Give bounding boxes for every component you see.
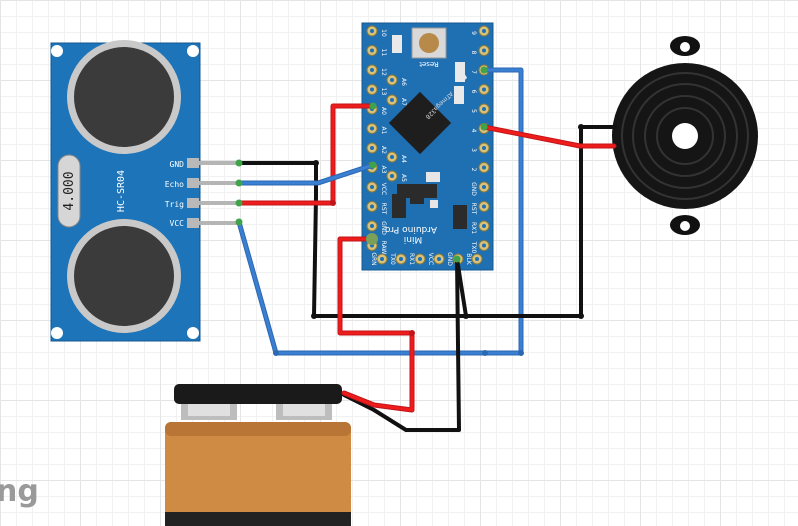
bottom-pin-vcc-hole	[437, 257, 441, 261]
bottom-pin-label: TX0	[389, 252, 396, 265]
right-pin-label: 6	[470, 90, 477, 94]
bottom-pin-blk-hole	[475, 257, 479, 261]
sensor-pin-legs	[199, 161, 239, 225]
left-pin-label: 11	[380, 49, 387, 57]
left-pin-label: RST	[380, 203, 387, 215]
sensor-pin-trig-label: Trig	[165, 200, 184, 209]
board-name-line2: Mini	[404, 234, 422, 244]
right-pin-8-hole	[482, 48, 486, 53]
right-pin-gnd-hole	[482, 185, 486, 189]
left-pin-label: 12	[380, 68, 387, 76]
piezo-buzzer[interactable]	[612, 36, 758, 235]
bottom-pin-label: RX1	[408, 253, 415, 265]
mount-hole	[51, 45, 63, 57]
bottom-pin-label: VCC	[427, 253, 434, 265]
right-pin-label: 3	[470, 148, 477, 152]
reset-label: Reset	[419, 60, 439, 68]
wire-endpoints	[235, 66, 584, 356]
mount-hole	[187, 45, 199, 57]
left-pin-label: RAW	[380, 241, 387, 255]
crystal-oscillator	[57, 154, 81, 228]
right-pin-label: RST	[470, 203, 477, 215]
left-pin-label: VCC	[380, 183, 387, 195]
left-pin-rst-hole	[370, 204, 374, 209]
right-pin-label: RX1	[470, 222, 477, 234]
battery-9v[interactable]	[165, 384, 351, 526]
leaf-logo-icon	[455, 73, 467, 81]
inner-pin-label: A5	[400, 174, 407, 182]
inner-pin-a6-hole	[390, 78, 394, 82]
left-pin-11-hole	[370, 48, 374, 53]
right-pin-label: 5	[470, 109, 477, 113]
left-pin-13-hole	[370, 87, 374, 92]
left-pin-gnd-hole	[370, 224, 374, 228]
wire-black-ground-bus	[312, 125, 617, 318]
bottom-pin-tx0-hole	[399, 257, 403, 261]
bottom-pin-label: GRN	[370, 252, 377, 265]
sensor-pin-vcc-label: VCC	[170, 219, 185, 228]
left-pin-label: GND	[380, 221, 387, 235]
right-pin-label: 4	[470, 129, 477, 133]
ultrasonic-sensor[interactable]: 4.000 HC-SR04 GND Echo Trig VCC	[50, 40, 201, 342]
right-pin-rx1-hole	[482, 224, 486, 228]
sensor-pin-gnd-label: GND	[170, 160, 185, 169]
right-pin-label: 2	[470, 168, 477, 172]
left-pin-label: A1	[380, 127, 387, 135]
arduino-pro-mini[interactable]: Reset ATmega328 Arduino Pro Mini	[361, 22, 494, 271]
buzzer-center-hole	[672, 123, 698, 149]
right-pin-9-hole	[482, 29, 486, 33]
left-pin-label: A2	[380, 146, 387, 154]
right-pin-rst-hole	[482, 204, 486, 209]
left-pin-label: 13	[380, 88, 387, 96]
mount-hole	[51, 327, 63, 339]
bottom-pin-grn-hole	[380, 257, 384, 261]
inner-pin-label: A6	[400, 78, 407, 86]
right-pin-tx0-hole	[482, 243, 486, 248]
left-pin-vcc-hole	[370, 185, 374, 189]
wire-red-trig	[236, 103, 375, 206]
mount-hole	[187, 327, 199, 339]
right-pin-label: TX0	[470, 241, 477, 254]
left-pin-a1-hole	[370, 126, 374, 131]
inner-pin-a5-hole	[390, 174, 394, 178]
right-pin-label: 7	[470, 70, 477, 74]
atmega-chip	[388, 91, 452, 155]
battery-snap	[174, 384, 342, 404]
wire-black-battery	[342, 257, 461, 432]
bottom-pin-label: GND	[446, 252, 453, 266]
inner-pin-a7-hole	[390, 98, 394, 102]
left-pin-label: 10	[380, 29, 387, 37]
wire-black-sensor-gnd	[237, 161, 318, 318]
wire-blue-echo	[236, 162, 376, 186]
right-pin-5-hole	[482, 107, 486, 111]
left-pin-a2-hole	[370, 146, 374, 150]
fritzing-watermark: ng	[0, 474, 39, 509]
right-pin-6-hole	[482, 87, 486, 92]
left-pin-12-hole	[370, 68, 374, 72]
crystal-label: 4.000	[62, 171, 77, 210]
right-pin-3-hole	[482, 146, 486, 150]
left-pin-10-hole	[370, 29, 374, 33]
inner-pin-a4-hole	[390, 155, 394, 159]
inner-pin-label: A4	[400, 155, 407, 163]
board-name-line1: Arduino Pro	[385, 224, 437, 234]
battery-body	[165, 422, 351, 526]
right-pin-label: GND	[470, 182, 477, 196]
sensor-model-label: HC-SR04	[116, 170, 127, 212]
arduino-pin-headers	[366, 25, 490, 265]
bottom-pin-rx1-hole	[418, 257, 422, 261]
right-pin-2-hole	[482, 165, 486, 170]
bottom-pin-label: BLK	[465, 253, 472, 265]
sensor-pin-echo-label: Echo	[165, 180, 184, 189]
right-pin-label: 9	[470, 31, 477, 35]
right-pin-label: 8	[470, 51, 477, 55]
left-pin-label: A3	[380, 166, 387, 174]
inner-pin-label: A7	[400, 98, 407, 106]
left-pin-label: A0	[380, 107, 387, 115]
